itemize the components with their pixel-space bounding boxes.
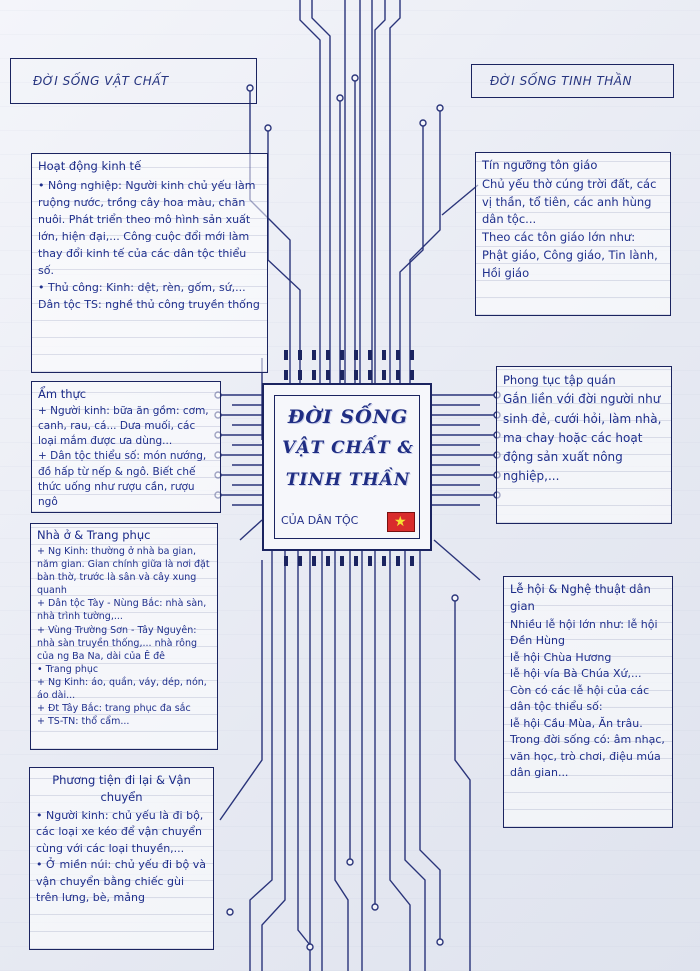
chip-title-line3: TINH THẦN [285, 470, 411, 490]
box-festivals: Lễ hội & Nghệ thuật dân gian Nhiều lễ hộ… [503, 576, 673, 828]
box-religion-body: Chủ yếu thờ cúng trời đất, các vị thần, … [482, 176, 658, 280]
box-customs-body: Gắn liền với đời người như sinh đẻ, cưới… [503, 392, 662, 484]
box-customs-title: Phong tục tập quán [503, 373, 616, 387]
vietnam-flag-icon: ★ [387, 512, 415, 532]
box-religion-title: Tín ngưỡng tôn giáo [482, 158, 598, 172]
box-festivals-body: Nhiều lễ hội lớn như: lễ hội Đền Hùng lễ… [510, 617, 665, 780]
box-economy-body: • Nông nghiệp: Người kinh chủ yếu làm ru… [38, 178, 260, 312]
chip-subtitle: CỦA DÂN TỘC [281, 514, 359, 527]
header-material-life: ĐỜI SỐNG VẬT CHẤT [10, 58, 257, 104]
center-chip: ĐỜI SỐNG VẬT CHẤT & TINH THẦN CỦA DÂN TỘ… [262, 383, 432, 551]
box-housing-body: + Ng Kinh: thường ở nhà ba gian, năm gia… [37, 545, 210, 728]
box-food: Ẩm thực + Người kinh: bữa ăn gồm: cơm, c… [31, 381, 221, 513]
chip-title-line2: VẬT CHẤT & [282, 438, 414, 458]
box-religion: Tín ngưỡng tôn giáo Chủ yếu thờ cúng trờ… [475, 152, 671, 316]
header-spiritual-life: ĐỜI SỐNG TINH THẦN [471, 64, 674, 98]
chip-title-line1: ĐỜI SỐNG [287, 406, 409, 428]
box-food-body: + Người kinh: bữa ăn gồm: cơm, canh, rau… [38, 404, 209, 508]
box-economy: Hoạt động kinh tế • Nông nghiệp: Người k… [31, 153, 268, 373]
header-spiritual-life-text: ĐỜI SỐNG TINH THẦN [490, 74, 632, 88]
center-chip-inner: ĐỜI SỐNG VẬT CHẤT & TINH THẦN CỦA DÂN TỘ… [274, 395, 420, 539]
box-food-title: Ẩm thực [38, 387, 87, 401]
box-economy-title: Hoạt động kinh tế [38, 159, 142, 173]
box-transport-title: Phương tiện đi lại & Vận chuyển [52, 773, 191, 805]
box-housing-title: Nhà ở & Trang phục [37, 528, 151, 542]
header-material-life-text: ĐỜI SỐNG VẬT CHẤT [33, 74, 169, 88]
box-customs: Phong tục tập quán Gắn liền với đời ngườ… [496, 366, 672, 524]
box-housing: Nhà ở & Trang phục + Ng Kinh: thường ở n… [30, 523, 218, 750]
box-festivals-title: Lễ hội & Nghệ thuật dân gian [510, 582, 651, 614]
box-transport: Phương tiện đi lại & Vận chuyển • Người … [29, 767, 214, 950]
box-transport-body: • Người kinh: chủ yếu là đi bộ, các loại… [36, 808, 206, 905]
